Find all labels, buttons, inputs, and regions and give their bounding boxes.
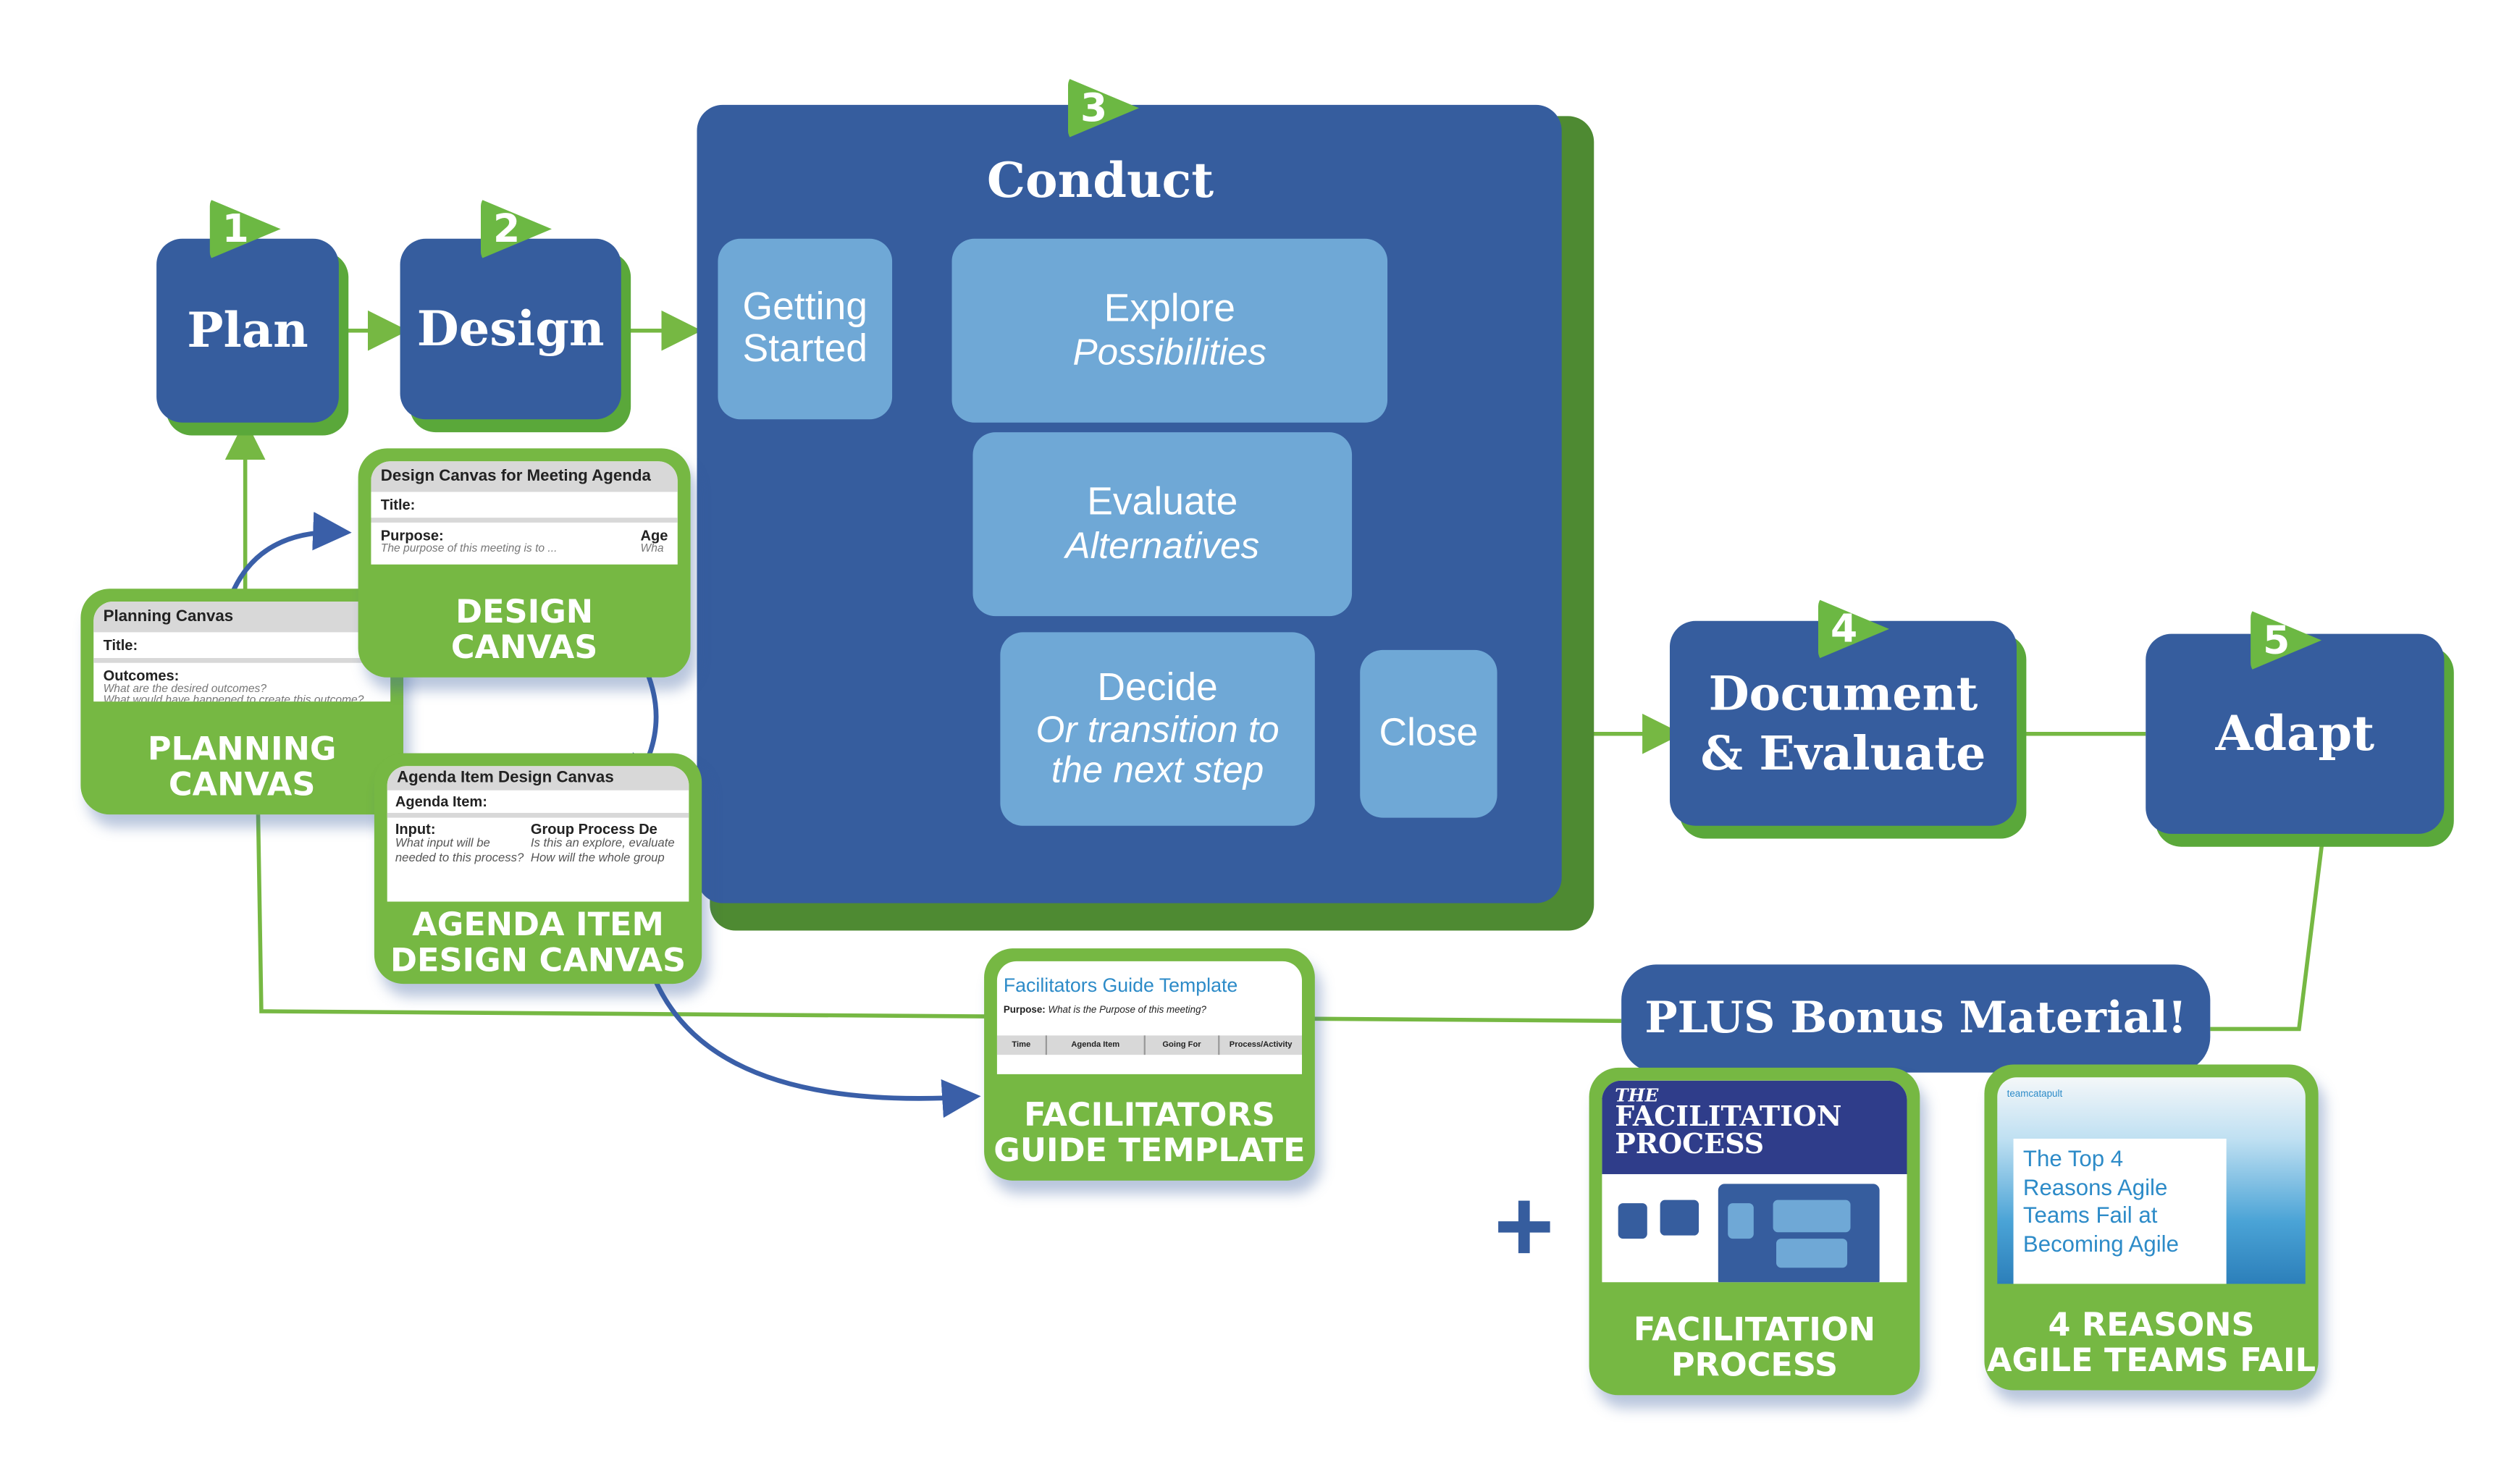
column-time: Time — [997, 1035, 1047, 1055]
evaluate-label: & Evaluate — [1700, 725, 1986, 780]
reasons-label-line2: AGILE TEAMS FAIL — [1986, 1340, 2316, 1379]
column-agenda-item: Agenda Item — [1047, 1035, 1146, 1055]
cover-the: THE — [1615, 1085, 1659, 1107]
bonus-banner-text: PLUS Bonus Material! — [1644, 993, 2188, 1044]
facilitators-label-line2: GUIDE TEMPLATE — [993, 1130, 1306, 1170]
agenda-item-canvas-card[interactable]: Agenda Item Design Canvas Agenda Item: I… — [374, 753, 702, 985]
getting-started-label: Getting Started — [742, 284, 867, 371]
getting-started-box[interactable]: Getting Started — [718, 238, 893, 420]
design-purpose-field: Purpose: — [380, 527, 444, 544]
evaluate-title: Evaluate — [1087, 481, 1238, 525]
agenda-input-field: Input: — [395, 821, 436, 838]
design-label-line2: CANVAS — [450, 627, 598, 667]
close-label: Close — [1379, 711, 1479, 755]
column-going-for: Going For — [1146, 1035, 1220, 1055]
planning-title-field: Title: — [93, 632, 391, 663]
design-label-line1: DESIGN — [455, 591, 594, 631]
agenda-group-hint: Is this an explore, evaluate — [530, 835, 675, 851]
facilitation-label-line2: PROCESS — [1671, 1345, 1839, 1384]
agenda-label-line1: AGENDA ITEM — [412, 904, 664, 944]
design-agenda-hint: Wha — [640, 543, 664, 555]
planning-canvas-card[interactable]: Planning Canvas Title: Outcomes: What ar… — [80, 589, 403, 815]
facilitators-label-line1: FACILITATORS — [1024, 1095, 1275, 1134]
planning-doc-title: Planning Canvas — [93, 602, 391, 633]
agenda-input-hint: What input will be needed to this proces… — [395, 835, 524, 864]
decide-title: Decide — [1097, 665, 1218, 709]
design-step[interactable]: Design — [400, 238, 621, 420]
plan-step[interactable]: Plan — [156, 238, 339, 423]
explore-subtitle: Possibilities — [1072, 329, 1267, 372]
planning-label-line1: PLANNING — [147, 729, 337, 768]
teamcatapult-logo: teamcatapult — [2007, 1090, 2063, 1100]
agenda-group-field: Group Process De — [530, 821, 657, 838]
close-box[interactable]: Close — [1360, 649, 1497, 818]
decide-box[interactable]: Decide Or transition to the next step — [1000, 632, 1315, 826]
planning-outcomes-hint-2: What would have happened to create this … — [103, 695, 364, 702]
agenda-label-line2: DESIGN CANVAS — [390, 940, 686, 979]
facilitators-guide-card[interactable]: Facilitators Guide Template Purpose: Wha… — [984, 948, 1315, 1181]
adapt-step[interactable]: Adapt — [2146, 633, 2445, 834]
explore-possibilities-box[interactable]: Explore Possibilities — [951, 238, 1388, 423]
facilitation-diagram-thumbnail — [1602, 1174, 1907, 1283]
plan-label: Plan — [187, 302, 308, 359]
facilitation-label-line1: FACILITATION — [1633, 1310, 1876, 1349]
design-label: Design — [416, 300, 605, 358]
document-label: Document — [1708, 666, 1978, 722]
document-evaluate-step[interactable]: Document & Evaluate — [1669, 620, 2017, 826]
bonus-banner: PLUS Bonus Material! — [1621, 964, 2211, 1073]
plus-icon: + — [1494, 1168, 1555, 1284]
design-title-field: Title: — [371, 492, 678, 523]
planning-to-design-curve-arrow — [228, 511, 352, 598]
agenda-item-field: Agenda Item: — [387, 791, 689, 818]
four-reasons-card[interactable]: teamcatapult The Top 4 Reasons Agile Tea… — [1984, 1064, 2319, 1391]
agenda-to-facilitators-curve-arrow — [651, 974, 981, 1118]
adapt-label: Adapt — [2215, 705, 2375, 762]
facilitators-purpose-label: Purpose: — [1003, 1006, 1046, 1016]
planning-outcomes-field: Outcomes: — [103, 667, 180, 684]
design-agenda-field: Age — [640, 527, 668, 544]
design-canvas-card[interactable]: Design Canvas for Meeting Agenda Title: … — [358, 448, 691, 678]
cover-title-1: FACILITATION — [1615, 1101, 1842, 1134]
conduct-title: Conduct — [986, 153, 1214, 210]
planning-outcomes-hint: What are the desired outcomes? — [103, 683, 267, 696]
planning-label-line2: CANVAS — [168, 764, 316, 804]
agenda-group-hint-2: How will the whole group — [530, 849, 665, 864]
facilitators-doc-title: Facilitators Guide Template — [1003, 974, 1238, 997]
design-purpose-hint: The purpose of this meeting is to ... — [380, 543, 558, 555]
evaluate-subtitle: Alternatives — [1065, 523, 1260, 566]
reasons-cover-text: The Top 4 Reasons Agile Teams Fail at Be… — [2013, 1138, 2227, 1284]
evaluate-alternatives-box[interactable]: Evaluate Alternatives — [972, 432, 1353, 617]
reasons-label-line1: 4 REASONS — [2048, 1304, 2255, 1344]
facilitators-purpose-hint: What is the Purpose of this meeting? — [1048, 1006, 1206, 1016]
design-doc-title: Design Canvas for Meeting Agenda — [371, 461, 678, 492]
explore-title: Explore — [1104, 287, 1235, 332]
column-process-activity: Process/Activity — [1229, 1040, 1293, 1050]
adapt-to-bonus-line — [2210, 833, 2326, 1032]
agenda-doc-title: Agenda Item Design Canvas — [387, 766, 689, 791]
decide-subtitle: Or transition to the next step — [1035, 707, 1279, 791]
cover-title-2: PROCESS — [1615, 1129, 1765, 1162]
